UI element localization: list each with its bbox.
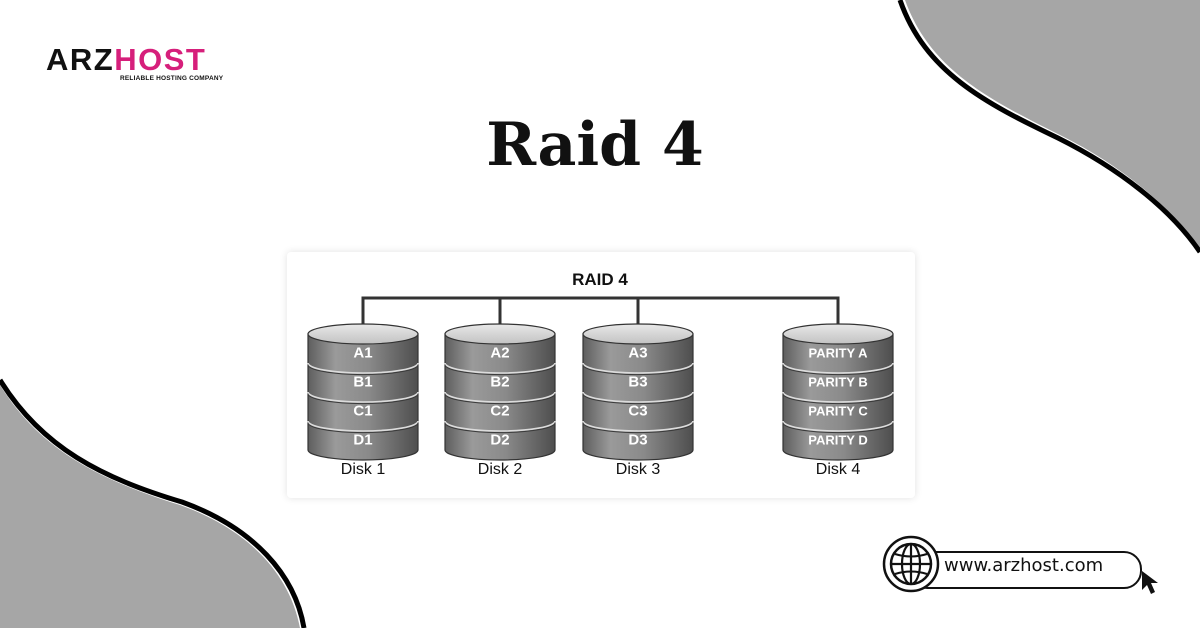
disk-separator bbox=[307, 362, 419, 374]
bus-line bbox=[361, 296, 840, 324]
disk-label: Disk 1 bbox=[341, 461, 386, 478]
disk-separator-shadow bbox=[582, 422, 694, 434]
disk-separator-shadow bbox=[782, 393, 894, 405]
raid-heading: RAID 4 bbox=[572, 270, 628, 289]
disk-separator-shadow bbox=[444, 422, 556, 434]
disk-top bbox=[307, 323, 419, 345]
disk-separator bbox=[782, 362, 894, 374]
brand-name-part1: ARZ bbox=[46, 42, 115, 77]
disk-body bbox=[582, 333, 694, 461]
disk-block-label: PARITY B bbox=[808, 375, 867, 390]
disk-separator-shadow bbox=[444, 364, 556, 376]
disk-block-label: A3 bbox=[628, 345, 647, 362]
disk-body bbox=[307, 333, 419, 461]
website-link[interactable]: www.arzhost.com bbox=[882, 535, 1158, 594]
website-url: www.arzhost.com bbox=[944, 555, 1104, 576]
bus-connectors bbox=[361, 296, 840, 324]
disk-4: PARITY A PARITY B PARITY C PARITY D Disk 4 bbox=[782, 323, 894, 478]
disk-separator-shadow bbox=[582, 393, 694, 405]
cursor-icon bbox=[1142, 571, 1158, 594]
disk-block-label: A2 bbox=[490, 345, 509, 362]
disk-separator bbox=[307, 391, 419, 403]
brand-logo[interactable]: ARZHOST RELIABLE HOSTING COMPANY bbox=[46, 44, 236, 86]
disk-separator-shadow bbox=[444, 393, 556, 405]
disk-separator bbox=[582, 391, 694, 403]
disk-separator-shadow bbox=[582, 364, 694, 376]
disk-separator bbox=[782, 420, 894, 432]
disk-separator bbox=[782, 391, 894, 403]
disk-block-label: C3 bbox=[628, 403, 647, 420]
disk-body bbox=[444, 333, 556, 461]
top-right-curve bbox=[897, 0, 1200, 254]
disk-block-label: D3 bbox=[628, 432, 647, 449]
disk-separator-shadow bbox=[782, 422, 894, 434]
bottom-left-shape bbox=[0, 385, 300, 628]
disk-top bbox=[782, 323, 894, 345]
disk-body bbox=[782, 333, 894, 461]
brand-tagline: RELIABLE HOSTING COMPANY bbox=[120, 75, 224, 82]
top-right-shape bbox=[905, 0, 1200, 250]
disk-separator bbox=[444, 362, 556, 374]
brand-name-part2: HOST bbox=[114, 42, 207, 77]
disk-block-label: PARITY A bbox=[809, 346, 869, 361]
disk-block-label: B2 bbox=[490, 374, 509, 391]
disk-separator-shadow bbox=[307, 364, 419, 376]
disk-block-label: D2 bbox=[490, 432, 509, 449]
brand-name: ARZHOST bbox=[46, 44, 206, 76]
disk-separator bbox=[582, 362, 694, 374]
disk-top bbox=[444, 323, 556, 345]
disk-separator bbox=[582, 420, 694, 432]
disk-top bbox=[582, 323, 694, 345]
disk-block-label: C2 bbox=[490, 403, 509, 420]
disk-separator-shadow bbox=[307, 422, 419, 434]
disk-block-label: PARITY D bbox=[808, 433, 867, 448]
disk-separator bbox=[444, 391, 556, 403]
disk-separator bbox=[307, 420, 419, 432]
disk-separator-shadow bbox=[782, 364, 894, 376]
disk-block-label: B1 bbox=[353, 374, 372, 391]
bottom-left-curve bbox=[0, 378, 307, 628]
page-title: Raid 4 bbox=[486, 110, 704, 180]
disk-block-label: PARITY C bbox=[808, 404, 868, 419]
disk-block-label: D1 bbox=[353, 432, 372, 449]
globe-icon bbox=[882, 535, 940, 593]
disk-block-label: C1 bbox=[353, 403, 372, 420]
disk-block-label: A1 bbox=[353, 345, 372, 362]
disk-separator-shadow bbox=[307, 393, 419, 405]
disk-label: Disk 4 bbox=[816, 461, 861, 478]
disk-separator bbox=[444, 420, 556, 432]
disk-block-label: B3 bbox=[628, 374, 647, 391]
disk-label: Disk 3 bbox=[616, 461, 661, 478]
disk-label: Disk 2 bbox=[478, 461, 523, 478]
